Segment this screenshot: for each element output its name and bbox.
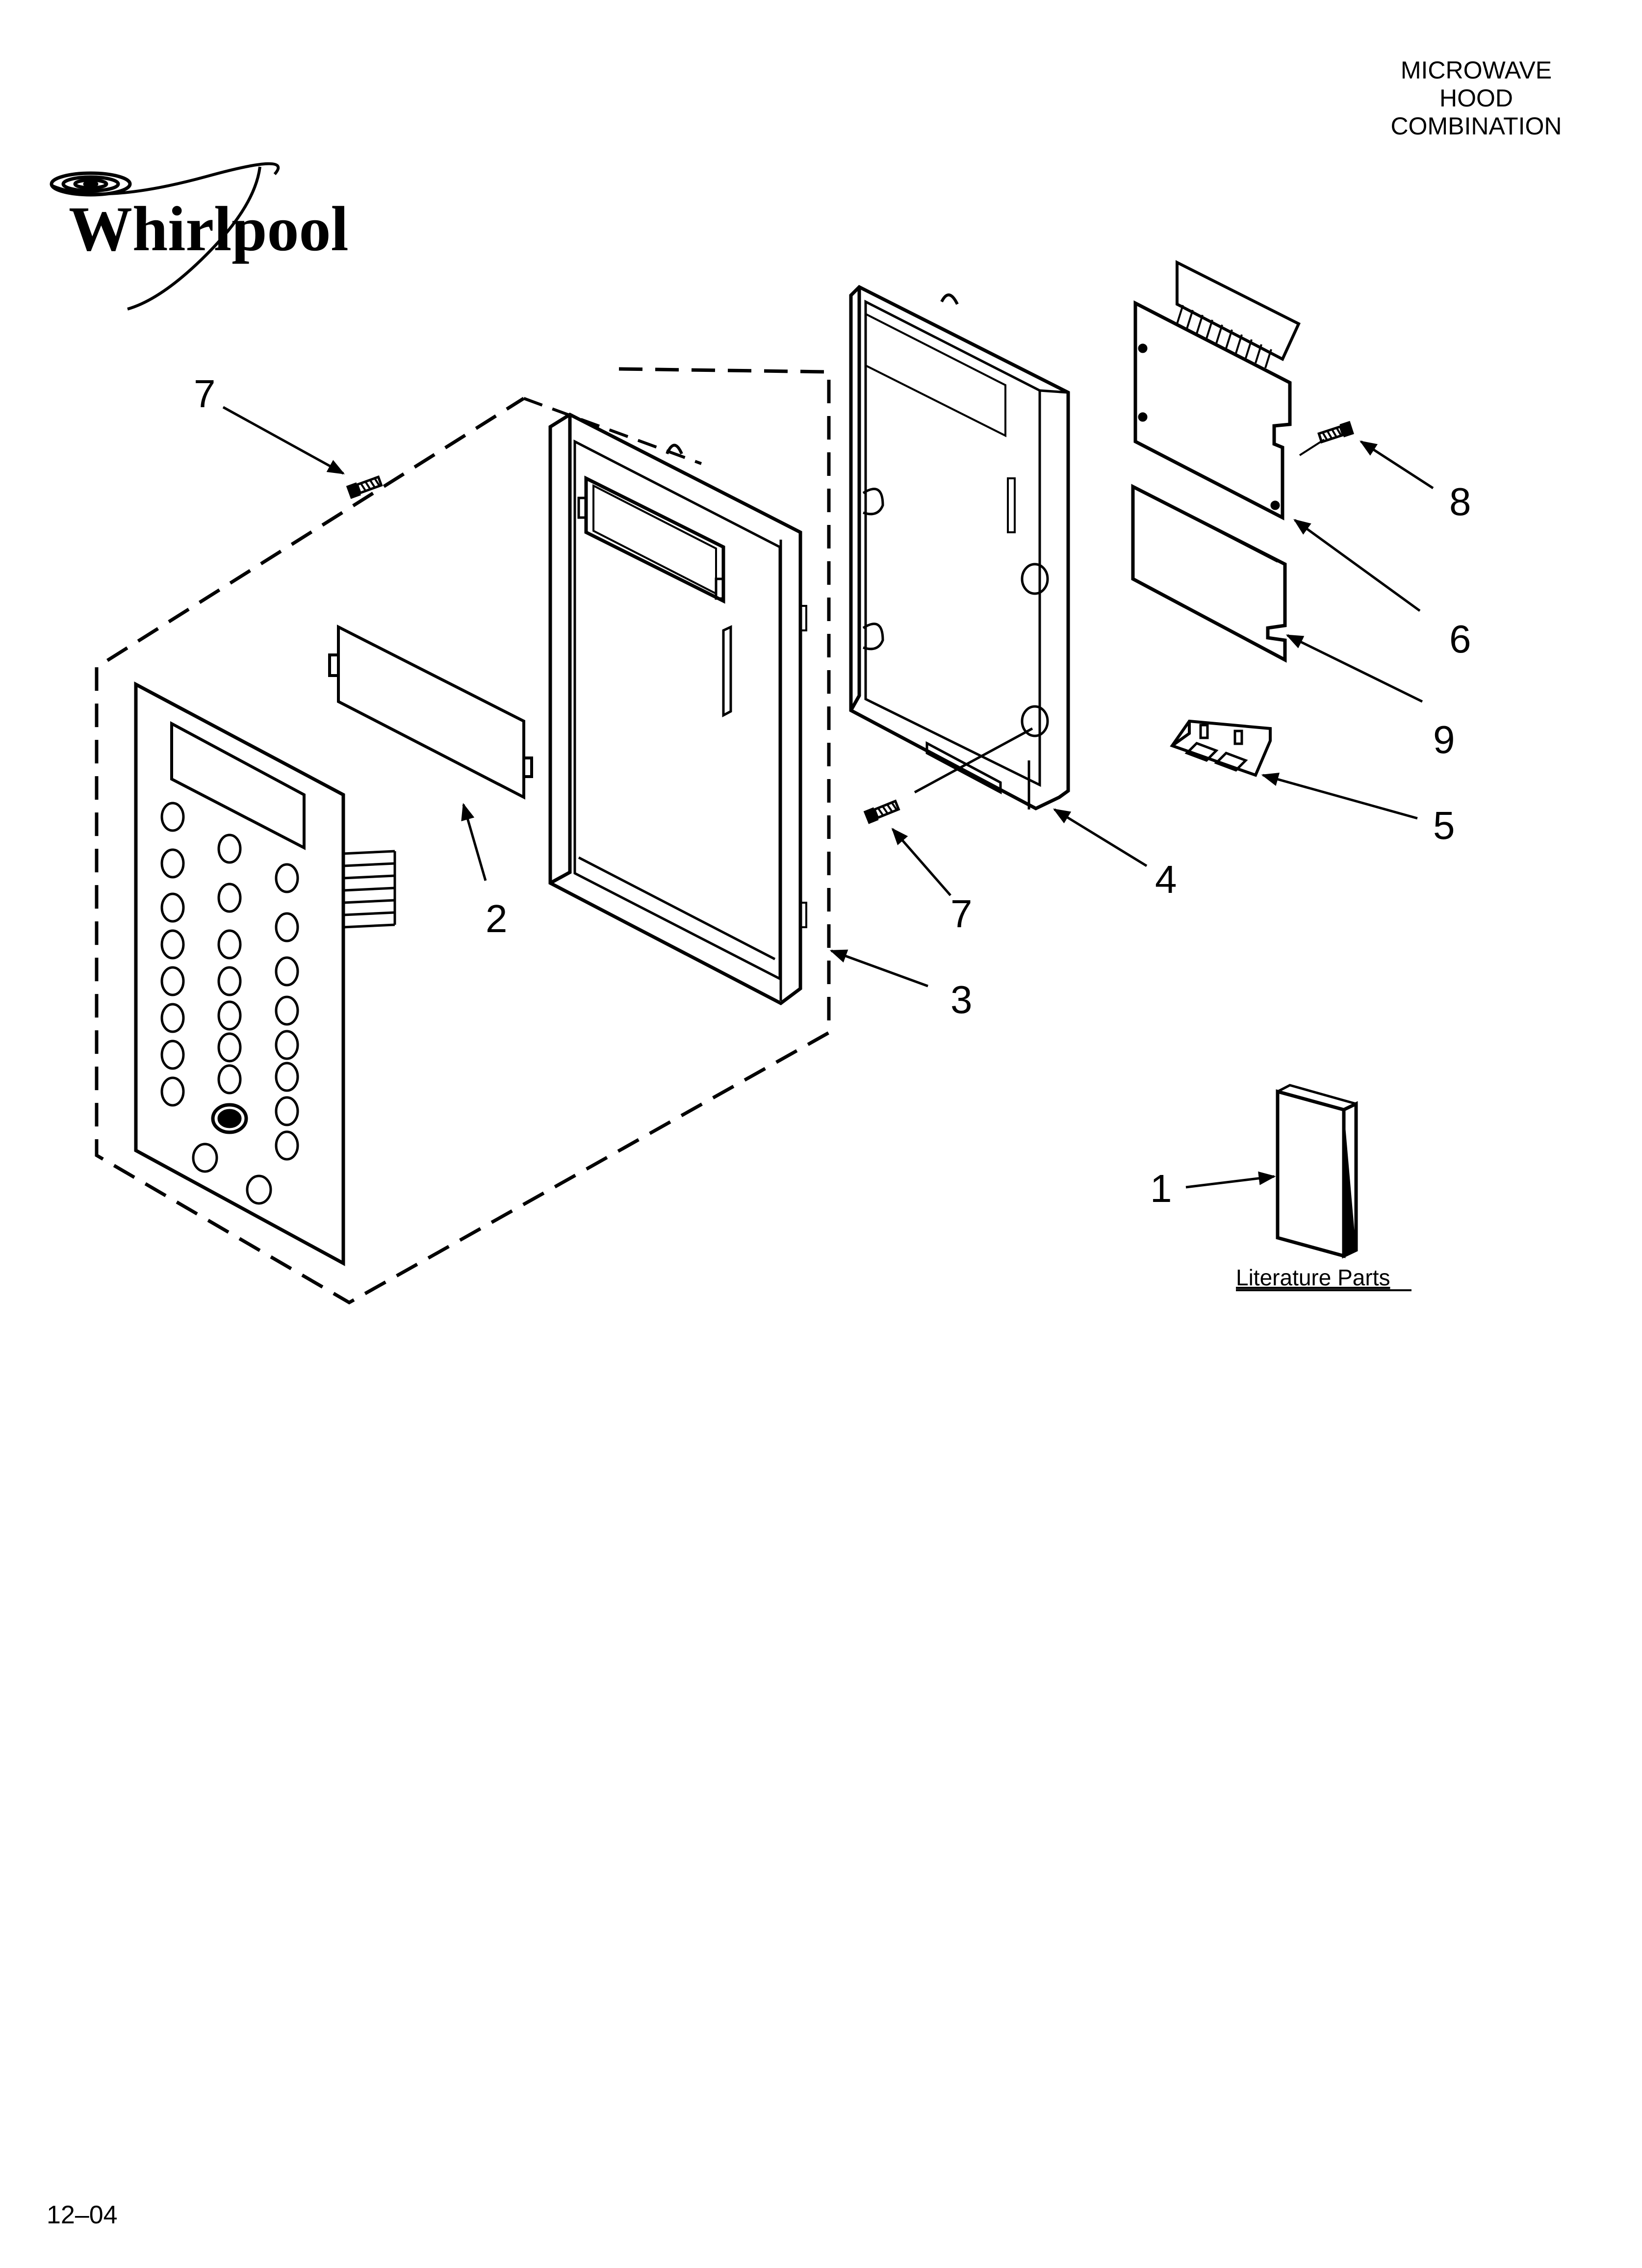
callout-7a: 7: [194, 372, 216, 416]
revision-date: 12–04: [47, 2201, 118, 2229]
screw-guide-line: [1299, 439, 1325, 456]
brand-name: Whirlpool: [69, 194, 349, 264]
arrow-icon: [461, 803, 487, 881]
callout-3: 3: [950, 978, 973, 1021]
callout-1: 1: [1150, 1167, 1172, 1210]
literature-parts-label: Literature Parts: [1236, 1265, 1390, 1290]
title-line-3: COMBINATION: [1390, 112, 1562, 140]
whirlpool-logo: Whirlpool: [50, 162, 349, 311]
keypad-buttons: [160, 802, 299, 1205]
control-panel-frame: [548, 412, 807, 1006]
door-assembly-group-outline: [95, 367, 831, 1305]
board-connector: [1176, 305, 1272, 368]
screw-icon: [346, 475, 383, 499]
callout-4: 4: [1155, 858, 1177, 901]
arrow-icon: [1285, 634, 1423, 703]
logo-swirl-icon: [50, 162, 280, 311]
callout-8: 8: [1449, 480, 1471, 523]
arrow-icon: [1185, 1171, 1276, 1189]
diagram-title: MICROWAVE HOOD COMBINATION: [1305, 56, 1642, 140]
arrow-icon: [1053, 808, 1148, 867]
screw-icon: [863, 799, 900, 824]
arrow-icon: [1293, 519, 1421, 612]
leader-lines: [222, 406, 1434, 1189]
circuit-board: [1133, 260, 1301, 521]
control-housing: [849, 285, 1070, 810]
arrow-icon: [1360, 440, 1434, 490]
callout-numbers: 7 2 3 7 4 5 9 6 8 1: [194, 372, 1471, 1210]
callout-2: 2: [486, 897, 508, 940]
screw-icon: [1317, 421, 1354, 444]
callout-5: 5: [1433, 804, 1455, 847]
display-window: [328, 625, 533, 800]
arrow-icon: [1261, 772, 1418, 820]
arrow-icon: [829, 949, 928, 988]
arrow-icon: [891, 828, 951, 896]
board-insulator: [1131, 484, 1287, 663]
mounting-bracket: [1170, 719, 1272, 777]
callout-7b: 7: [950, 892, 973, 936]
callout-9: 9: [1433, 718, 1455, 761]
screw-guide-line: [914, 727, 1033, 794]
keypad-membrane: [134, 681, 396, 1266]
literature-booklet: [1276, 1084, 1358, 1259]
title-line-1: MICROWAVE: [1400, 56, 1552, 84]
callout-6: 6: [1449, 617, 1471, 661]
door-guide-dashed-line: [523, 397, 702, 465]
arrow-icon: [222, 406, 345, 475]
title-line-2: HOOD: [1439, 84, 1513, 112]
ribbon-cable: [343, 850, 396, 929]
